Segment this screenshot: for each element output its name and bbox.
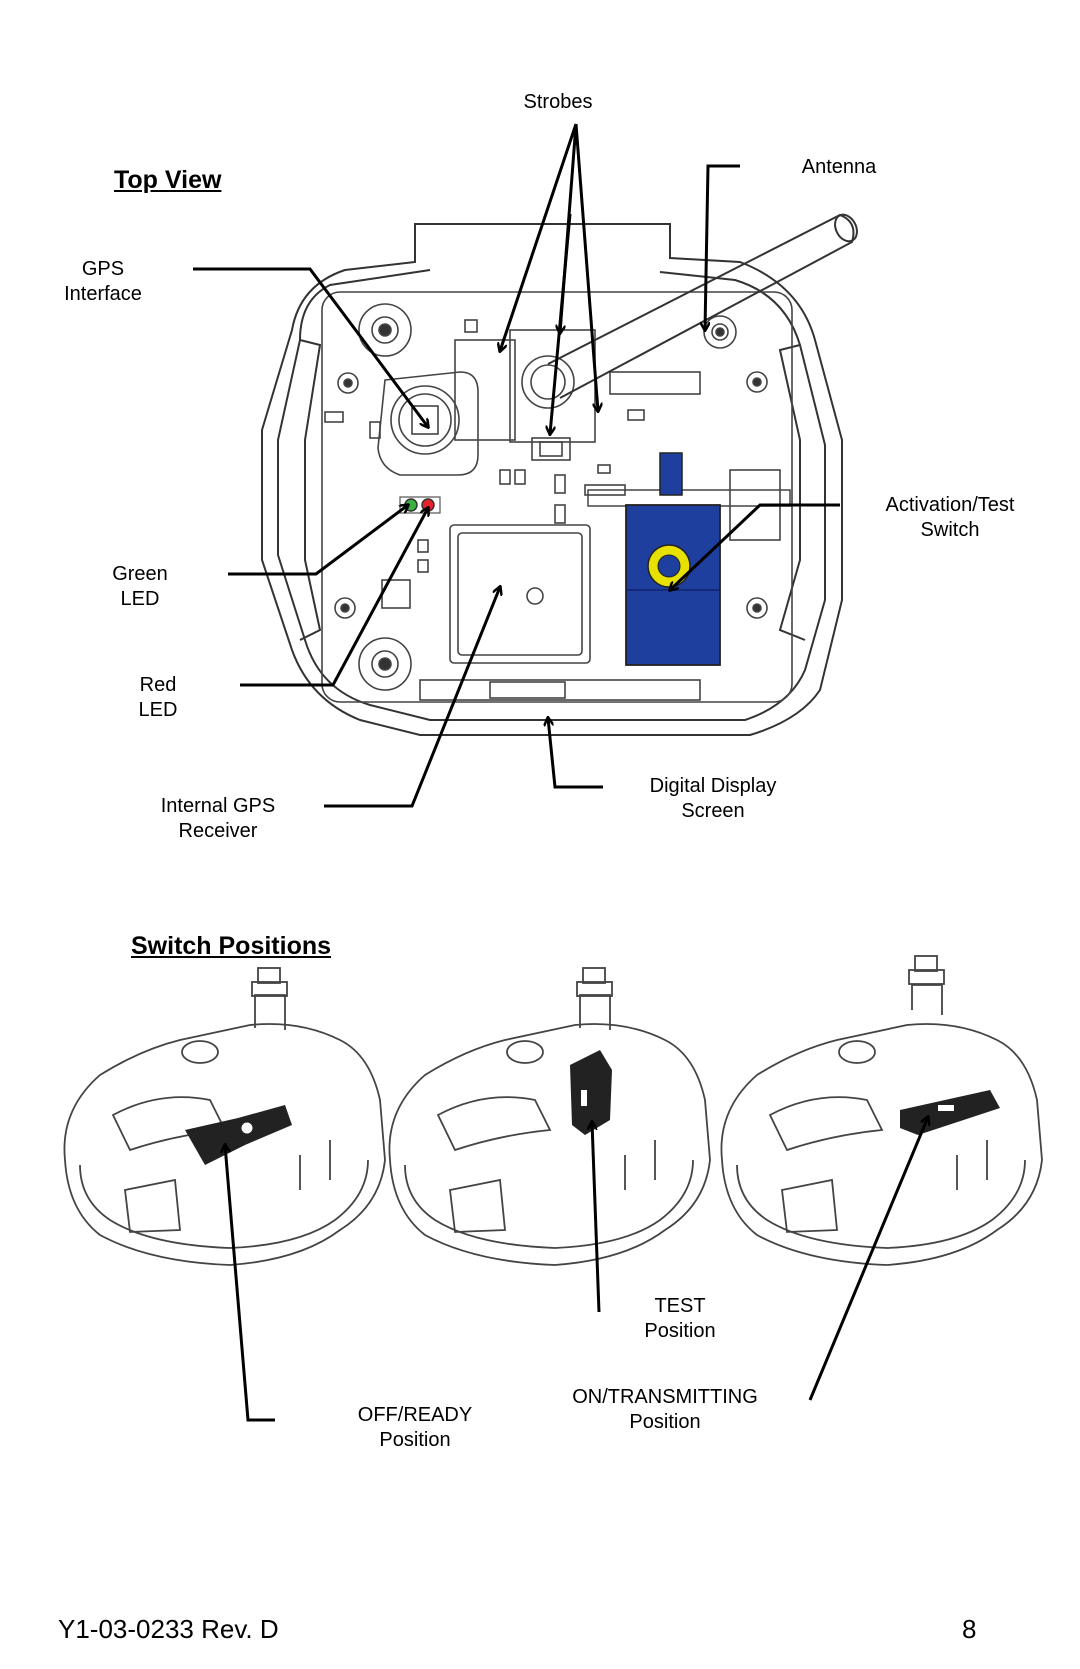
green-led-label: Green LED [112, 563, 168, 610]
red-led-label: Red LED [138, 674, 178, 721]
device-off-ready [63, 967, 386, 1266]
top-view-heading: Top View [114, 166, 222, 194]
document-id: Y1-03-0233 Rev. D [58, 1614, 279, 1644]
activation-switch-label: Activation/Test Switch [885, 494, 1015, 541]
switch-positions-heading: Switch Positions [131, 932, 332, 960]
test-position-label: TEST Position [644, 1295, 716, 1342]
off-ready-switch-tab [185, 1105, 292, 1165]
switch-callouts [225, 1117, 928, 1422]
device-test [388, 967, 711, 1266]
gps-interface-label: GPS Interface [64, 258, 142, 305]
device-on-transmitting [720, 955, 1043, 1266]
strobes-label: Strobes [523, 91, 593, 113]
on-transmitting-label: ON/TRANSMITTING Position [572, 1386, 758, 1433]
antenna-label: Antenna [801, 156, 877, 178]
top-view-callouts [193, 123, 840, 808]
display-screen-label: Digital Display Screen [649, 775, 777, 822]
antenna [547, 213, 858, 399]
test-switch-tab [570, 1050, 612, 1135]
page-number: 8 [962, 1614, 977, 1644]
on-transmitting-switch-tab [900, 1090, 1000, 1135]
off-ready-label: OFF/READY Position [357, 1404, 473, 1451]
internal-gps-label: Internal GPS Receiver [160, 795, 276, 842]
circuit-board [321, 291, 793, 703]
